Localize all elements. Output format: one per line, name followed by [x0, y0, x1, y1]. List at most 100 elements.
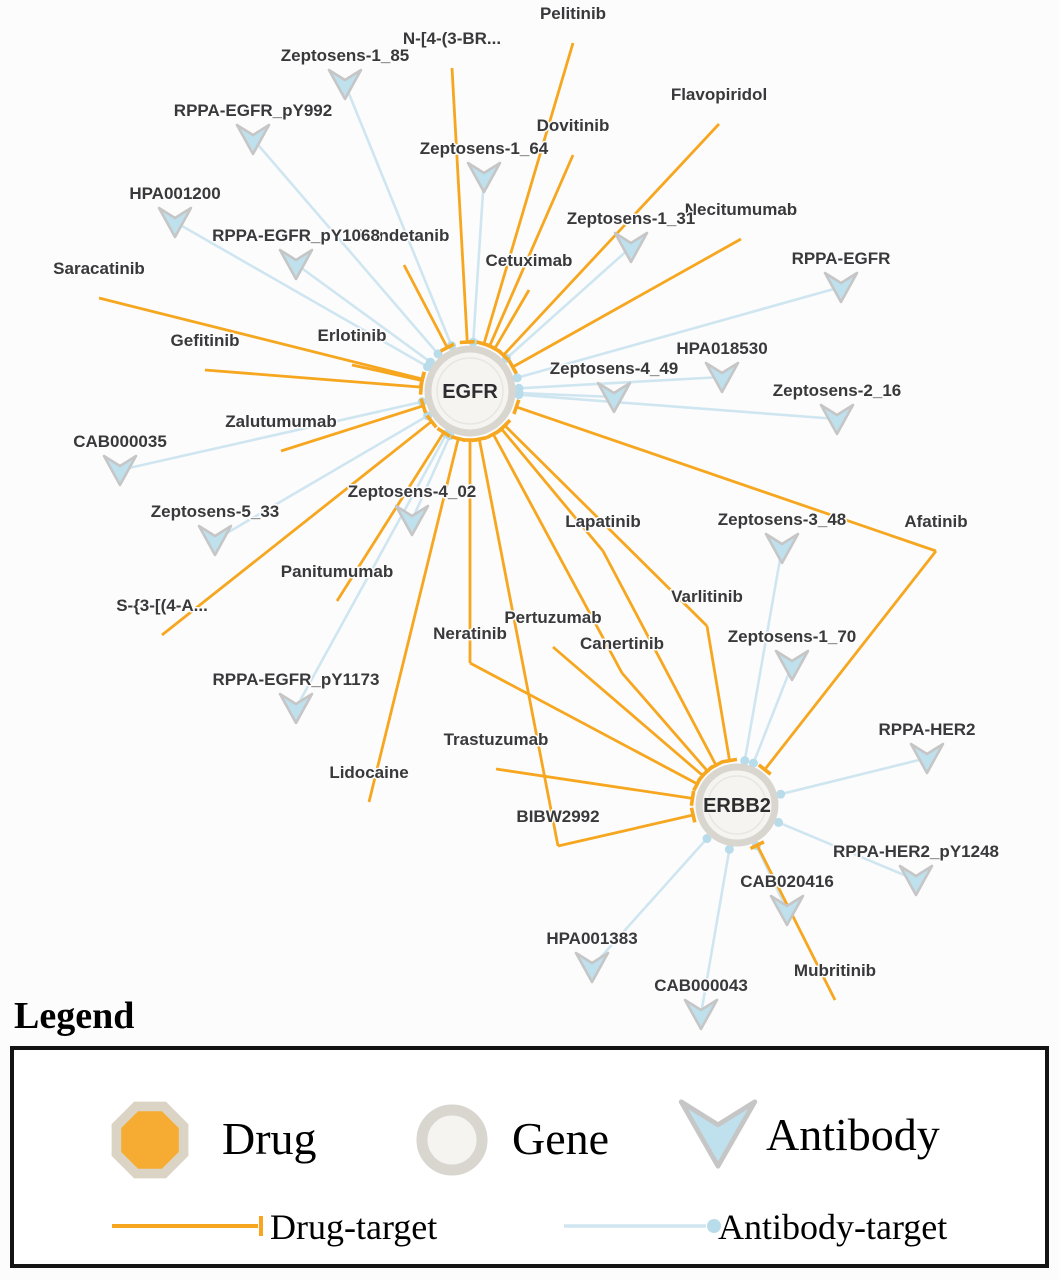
- antibody-edge-dot: [514, 390, 524, 400]
- antibody-node-zeptosens-2-16[interactable]: [819, 403, 855, 436]
- drug-node-label: Saracatinib: [53, 259, 145, 278]
- legend-gene-label: Gene: [512, 1113, 610, 1164]
- antibody-target-edge: [295, 262, 432, 364]
- antibody-target-edge: [699, 849, 731, 1015]
- antibody-node-label: Zeptosens-5_33: [151, 502, 280, 521]
- drug-edge-tee: [498, 418, 512, 433]
- antibody-node-zeptosens-3-48[interactable]: [764, 532, 800, 565]
- antibody-node-rppa-egfr-py1068[interactable]: [278, 248, 314, 281]
- antibody-node-cab020416[interactable]: [769, 894, 805, 927]
- drug-node-label: Vandetanib: [359, 226, 450, 245]
- antibody-target-edge: [518, 391, 615, 399]
- antibody-node-zeptosens-1-70[interactable]: [774, 649, 810, 682]
- drug-node-label: Dovitinib: [537, 116, 610, 135]
- antibody-edge-dot: [724, 844, 734, 854]
- drug-target-edge: [601, 550, 718, 766]
- antibody-target-edge: [518, 375, 723, 390]
- drug-edge-tee: [418, 372, 426, 389]
- gene-node-label: EGFR: [442, 381, 498, 403]
- drug-target-edge: [488, 154, 575, 347]
- antibody-target-edge: [516, 285, 842, 380]
- antibody-node-label: CAB000043: [654, 976, 748, 995]
- drug-node-label: Afatinib: [904, 512, 967, 531]
- antibody-node-hpa001383[interactable]: [574, 951, 610, 984]
- gene-node-inner-ring: [707, 775, 767, 835]
- antibody-node-label: Zeptosens-2_16: [773, 381, 902, 400]
- antibody-node-rppa-egfr-py992[interactable]: [235, 123, 271, 156]
- antibody-node-zeptosens-1-64[interactable]: [466, 161, 502, 194]
- drug-edge-tee: [507, 359, 518, 375]
- antibody-node-zeptosens-4-02[interactable]: [394, 504, 430, 537]
- antibody-node-label: RPPA-EGFR_pY1068: [212, 226, 380, 245]
- antibody-edge-dot: [774, 817, 784, 827]
- drug-target-edge: [482, 42, 575, 345]
- drug-edge-tee: [425, 414, 438, 429]
- drug-target-edge: [477, 438, 560, 847]
- antibody-node-label: RPPA-EGFR_pY992: [174, 101, 332, 120]
- antibody-node-rppa-egfr[interactable]: [823, 271, 859, 304]
- antibody-edge-dot: [702, 834, 712, 844]
- drug-target-edge: [552, 645, 704, 777]
- antibody-edge-dot: [740, 756, 750, 766]
- drug-edge-tee: [471, 435, 488, 443]
- drug-node-label: Necitumumab: [685, 200, 797, 219]
- drug-node-label: Cetuximab: [486, 251, 573, 270]
- antibody-target-edge: [410, 435, 452, 521]
- drug-target-edge: [620, 672, 709, 772]
- antibody-edge-dot: [748, 758, 758, 768]
- antibody-node-label: Zeptosens-1_64: [420, 139, 549, 158]
- antibody-node-cab000043[interactable]: [683, 998, 719, 1031]
- legend-antibody-target-label: Antibody-target: [718, 1207, 948, 1247]
- antibody-target-edge: [752, 664, 794, 764]
- antibody-node-zeptosens-4-49[interactable]: [596, 381, 632, 414]
- antibody-node-label: HPA001383: [546, 929, 637, 948]
- antibody-node-cab000035[interactable]: [102, 454, 138, 487]
- drug-target-edge: [705, 625, 731, 761]
- antibody-node-hpa001200[interactable]: [157, 206, 193, 239]
- gene-legend-icon: [416, 1104, 488, 1176]
- drug-edge-tee: [689, 790, 696, 807]
- drug-node-label: Zalutumumab: [225, 412, 336, 431]
- drug-node-label: Varlitinib: [671, 587, 743, 606]
- drug-node-label: Mubritinib: [794, 961, 876, 980]
- drug-target-edge: [493, 289, 531, 350]
- gene-node-erbb2[interactable]: [695, 763, 779, 847]
- antibody-target-edge: [591, 837, 708, 968]
- antibody-node-rppa-egfr-py1173[interactable]: [278, 692, 314, 725]
- antibody-node-hpa018530[interactable]: [704, 361, 740, 394]
- antibody-target-edge: [252, 138, 440, 355]
- drug-node-label: Pertuzumab: [504, 608, 601, 627]
- antibody-edge-dot: [512, 373, 522, 383]
- antibody-node-label: Zeptosens-4_49: [550, 359, 679, 378]
- antibody-node-label: CAB000035: [73, 432, 167, 451]
- drug-edge-tee: [721, 757, 738, 764]
- antibody-node-label: Zeptosens-3_48: [718, 510, 847, 529]
- antibody-target-edge: [778, 821, 917, 882]
- legend-drug-label: Drug: [222, 1113, 317, 1164]
- antibody-edge-dot: [433, 349, 443, 359]
- antibody-node-zeptosens-1-85[interactable]: [327, 68, 363, 101]
- antibody-target-edge: [780, 756, 928, 796]
- antibody-target-edge: [174, 220, 429, 368]
- drug-node-label: Trastuzumab: [444, 730, 549, 749]
- drug-target-edge: [492, 433, 624, 674]
- antibody-node-zeptosens-1-31[interactable]: [613, 231, 649, 264]
- drug-edge-tee: [757, 763, 772, 776]
- antibody-target-edge: [343, 83, 453, 347]
- antibody-target-edge: [743, 547, 784, 761]
- drug-target-edge: [500, 427, 605, 552]
- legend-box: Drug Gene Antibody Drug-target Antibody-…: [10, 1046, 1049, 1268]
- gene-node-egfr[interactable]: [424, 345, 516, 437]
- antibody-node-label: HPA001200: [129, 184, 220, 203]
- antibody-node-zeptosens-5-33[interactable]: [197, 524, 233, 557]
- drug-target-edge: [502, 123, 721, 357]
- antibody-node-rppa-her2-py1248[interactable]: [898, 864, 934, 897]
- antibody-target-edge: [518, 393, 838, 421]
- antibody-node-label: Zeptosens-1_70: [728, 627, 857, 646]
- gene-node-label: ERBB2: [703, 795, 771, 817]
- antibody-node-rppa-her2[interactable]: [909, 742, 945, 775]
- drug-node-label: S-{3-[(4-A...: [116, 596, 208, 615]
- legend-drug-target-label: Drug-target: [270, 1207, 438, 1247]
